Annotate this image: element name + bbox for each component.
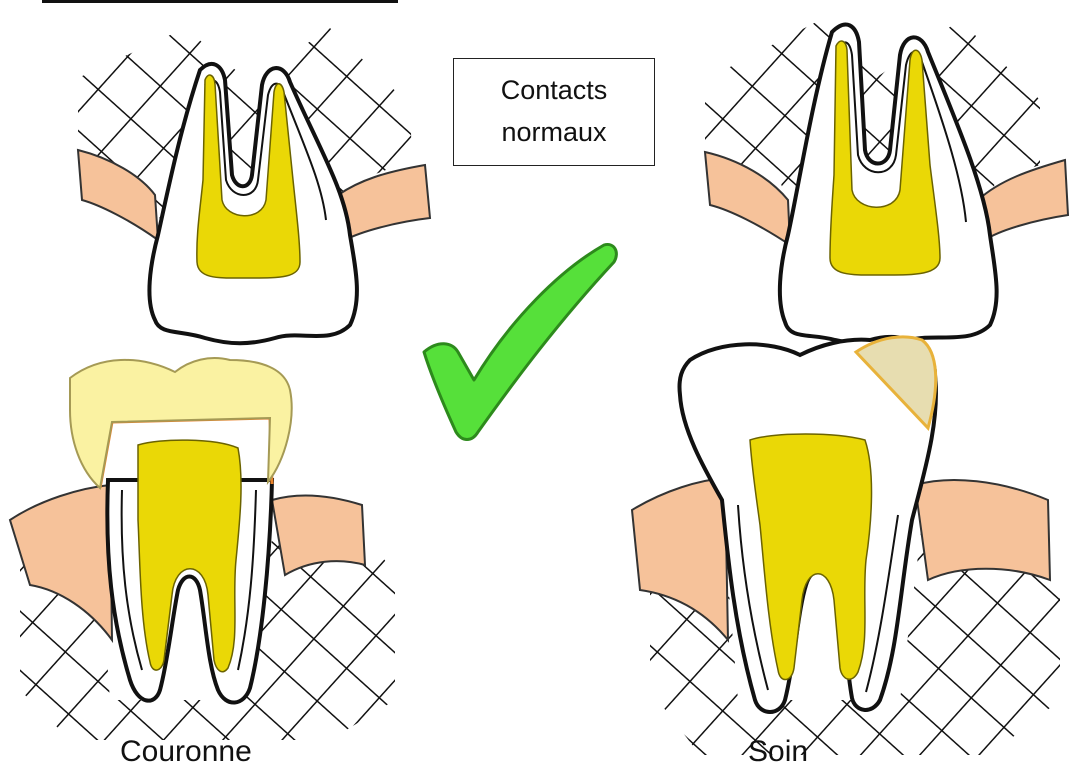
contacts-label-box: Contacts normaux xyxy=(453,58,655,166)
left-lower-molar-crowned xyxy=(10,358,395,740)
contacts-label-line1: Contacts xyxy=(501,70,608,112)
right-upper-molar xyxy=(705,20,1068,345)
checkmark-icon xyxy=(424,244,616,439)
left-lower-gum-right xyxy=(272,495,365,575)
left-upper-molar xyxy=(78,28,430,343)
right-lower-molar-filled xyxy=(632,337,1060,755)
left-lower-pulp xyxy=(138,440,241,672)
right-lower-gum-right xyxy=(915,480,1050,580)
caption-soin: Soin xyxy=(748,735,808,769)
contacts-label-line2: normaux xyxy=(501,112,606,154)
caption-couronne: Couronne xyxy=(120,735,252,769)
